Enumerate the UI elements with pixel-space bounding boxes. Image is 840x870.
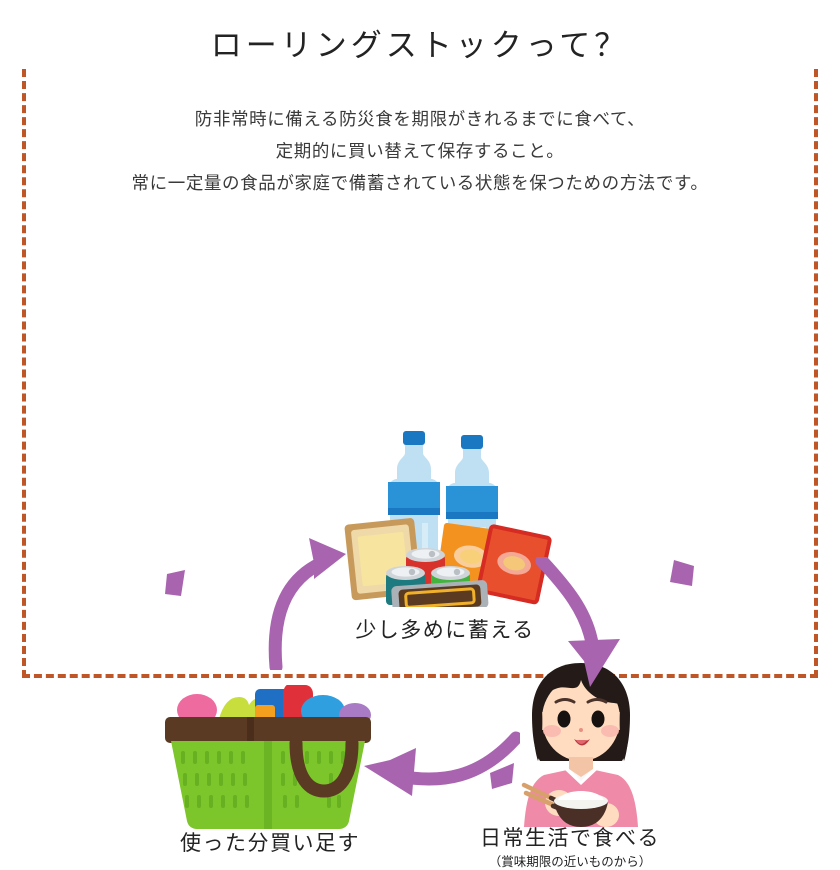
cycle-node-label-stock: 少し多めに蓄える xyxy=(300,614,590,644)
cycle-node-label-buy-text: 使った分買い足す xyxy=(180,831,360,855)
curved-arrow-icon xyxy=(528,554,658,697)
cycle-node-label-eat-text: 日常生活で食べる xyxy=(480,826,660,850)
shopping-basket-icon xyxy=(163,675,373,830)
description-block: 防非常時に備える防災食を期限がきれるまでに食べて、 定期的に買い替えて保存するこ… xyxy=(0,103,840,199)
description-line-1: 防非常時に備える防災食を期限がきれるまでに食べて、 xyxy=(194,109,646,129)
description-line-3: 常に一定量の食品が家庭で備蓄されている状態を保つための方法です。 xyxy=(131,173,709,193)
curved-arrow-icon xyxy=(268,535,398,674)
page-title: ローリングストックって？ xyxy=(0,24,840,68)
stockpile-food-icon xyxy=(336,427,556,615)
description-line-2: 定期的に買い替えて保存すること。 xyxy=(275,141,565,161)
page-title-text: ローリングストックって？ xyxy=(184,24,656,68)
arrow-fragment-icon xyxy=(490,763,516,793)
arrow-fragment-icon xyxy=(165,570,187,600)
cycle-node-label-stock-text: 少し多めに蓄える xyxy=(355,618,535,642)
cycle-node-sublabel-eat: （賞味期限の近いものから） xyxy=(488,855,652,869)
cycle-node-label-buy: 使った分買い足す xyxy=(140,827,400,857)
cycle-node-label-eat: 日常生活で食べる （賞味期限の近いものから） xyxy=(430,822,710,870)
arrow-fragment-icon xyxy=(670,560,696,590)
rolling-stock-cycle-diagram: 少し多めに蓄える 日常生活で食べる （賞味期限の近いものから） 使った分買い足す xyxy=(0,205,840,869)
